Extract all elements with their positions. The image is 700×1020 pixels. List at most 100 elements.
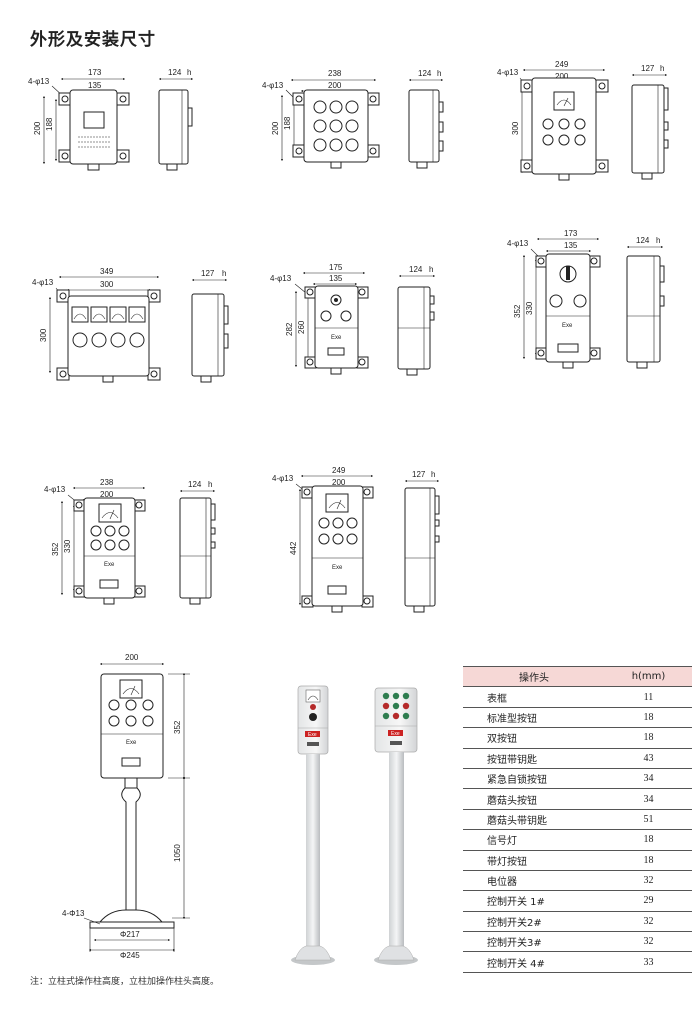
head-height-label: 352: [173, 720, 182, 734]
row-h: 32: [605, 911, 692, 933]
height-label: 200: [271, 121, 280, 135]
depth-label: 127: [201, 269, 215, 278]
row-name: 控制开关 1#: [463, 890, 605, 912]
column-header-operator: 操作头: [463, 665, 605, 688]
width2-label: 200: [332, 478, 346, 487]
drawing-1: 4-φ13 173 135 200 188 124 h: [28, 68, 194, 171]
row-h: 11: [605, 686, 692, 708]
row-name: 按钮带钥匙: [463, 748, 605, 769]
product-photo-2: Exe: [374, 687, 418, 965]
height-label: 282: [285, 322, 294, 336]
row-name: 信号灯: [463, 829, 605, 851]
h-label: h: [187, 68, 191, 77]
width-label: 175: [329, 263, 343, 272]
row-name: 双按钮: [463, 727, 605, 749]
drawing-7: 4-φ13 238 200 352 330 Exe 124 h: [44, 478, 216, 605]
exe-badge: [305, 731, 320, 737]
hole-label: 4-φ13: [44, 485, 66, 494]
hole-label: 4-φ13: [32, 278, 54, 287]
height-label: 352: [513, 304, 522, 318]
column-header-h: h(mm): [605, 665, 692, 688]
h-label: h: [431, 470, 435, 479]
h-label: h: [429, 265, 433, 274]
height2-label: 188: [283, 116, 292, 130]
hole-label: 4-φ13: [272, 474, 294, 483]
h-label: h: [208, 480, 212, 489]
exe-label: Exe: [562, 323, 573, 329]
width2-label: 135: [88, 81, 102, 90]
row-h: 29: [605, 890, 692, 912]
width-label: 173: [564, 229, 578, 238]
row-h: 34: [605, 768, 692, 790]
row-h: 18: [605, 727, 692, 749]
height2-label: 330: [63, 539, 72, 553]
height2-label: 330: [525, 301, 534, 315]
depth-label: 127: [641, 64, 655, 73]
drawing-9-column: 200 Exe 352 1050 4-Φ13 Φ217 Φ245: [62, 653, 190, 960]
exe-label: Exe: [331, 335, 342, 341]
row-name: 控制开关 4#: [463, 951, 605, 973]
row-name: 标准型按钮: [463, 707, 605, 729]
h-label: h: [222, 269, 226, 278]
height2-label: 260: [297, 320, 306, 334]
table-row: 控制开关 4#33: [463, 951, 692, 973]
width-label: 238: [328, 69, 342, 78]
row-name: 控制开关3#: [463, 931, 605, 953]
h-label: h: [656, 236, 660, 245]
drawing-2: 4-φ13 238 200 200 188 124 h: [262, 69, 444, 169]
drawing-5: 4-φ13 175 135 282 260 Exe 124 h: [270, 263, 436, 376]
hole-label: 4-φ13: [497, 68, 519, 77]
drawing-8: 4-φ13 249 200 442 Exe 127 h: [272, 466, 440, 613]
h-label: h: [660, 64, 664, 73]
base-d2-label: Φ245: [120, 951, 140, 960]
hole-label: 4-φ13: [262, 81, 284, 90]
drawing-4: 4-φ13 349 300 300 127 h: [32, 267, 229, 383]
row-name: 蘑菇头按钮: [463, 788, 605, 810]
depth-label: 124: [168, 68, 182, 77]
page-title: 外形及安装尺寸: [30, 30, 156, 50]
row-name: 控制开关2#: [463, 911, 605, 933]
depth-label: 124: [188, 480, 202, 489]
footnote: 注：立柱式操作柱高度，立柱加操作柱头高度。: [30, 977, 220, 987]
row-h: 32: [605, 870, 692, 892]
width2-label: 200: [100, 490, 114, 499]
exe-label: Exe: [332, 565, 343, 571]
width-label: 173: [88, 68, 102, 77]
row-h: 18: [605, 850, 692, 871]
height-label: 352: [51, 542, 60, 556]
base-d1-label: Φ217: [120, 930, 140, 939]
hole-label: 4-Φ13: [62, 909, 85, 918]
depth-label: 124: [409, 265, 423, 274]
hole-label: 4-φ13: [28, 77, 50, 86]
row-name: 紧急自锁按钮: [463, 768, 605, 790]
product-photo-1: Exe: [291, 685, 335, 965]
row-h: 34: [605, 788, 692, 810]
exe-label: Exe: [391, 731, 400, 737]
depth-label: 124: [418, 69, 432, 78]
width-label: 200: [125, 653, 139, 662]
width-label: 238: [100, 478, 114, 487]
row-name: 带灯按钮: [463, 850, 605, 871]
exe-label: Exe: [308, 732, 317, 738]
depth-label: 124: [636, 236, 650, 245]
height-label: 300: [511, 121, 520, 135]
width2-label: 300: [100, 280, 114, 289]
exe-label: Exe: [126, 740, 137, 746]
exe-badge: [388, 730, 403, 736]
width-label: 249: [332, 466, 346, 475]
width-label: 249: [555, 60, 569, 69]
table-row: 控制开关2#32: [463, 911, 692, 933]
width2-label: 135: [329, 274, 343, 283]
height-label: 442: [289, 541, 298, 555]
drawing-3: 4-φ13 249 200 300 127 h: [497, 60, 669, 181]
row-name: 表框: [463, 686, 605, 708]
